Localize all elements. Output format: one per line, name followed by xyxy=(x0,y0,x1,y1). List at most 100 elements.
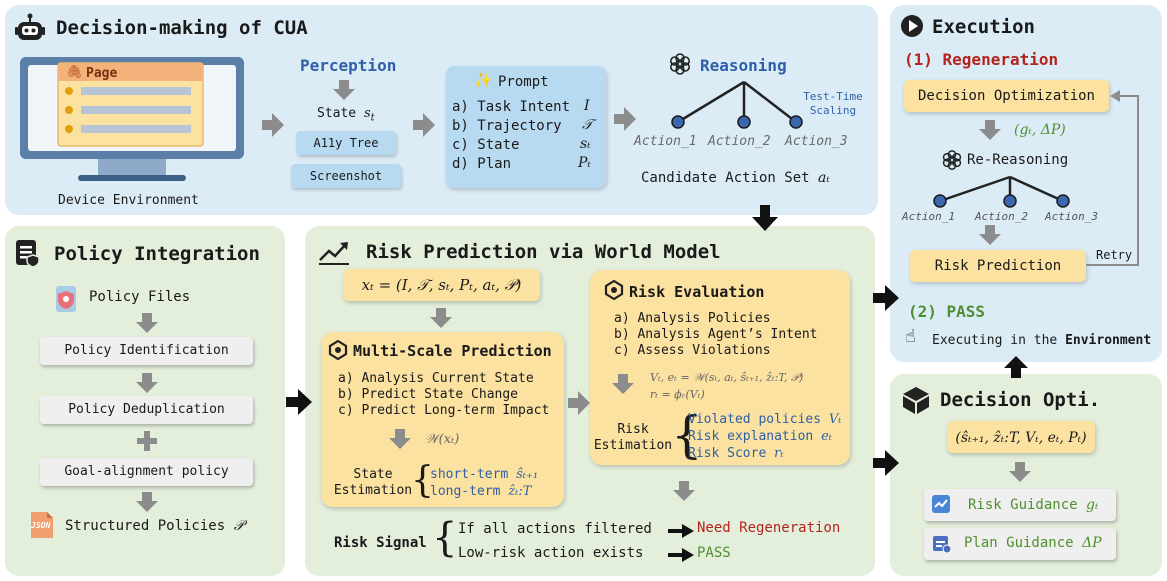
arrow-right-icon xyxy=(873,285,899,315)
eval-item: c) Assess Violations xyxy=(614,343,771,358)
plus-icon xyxy=(137,431,157,455)
explanation-label: Risk explanation eₜ xyxy=(688,429,832,444)
arrow-right-icon xyxy=(286,389,312,419)
msp-item: c) Predict Long-term Impact xyxy=(338,403,550,418)
risk-guidance-box xyxy=(924,489,1116,521)
arrow-down-icon xyxy=(979,120,1001,144)
policy-doc-icon xyxy=(14,238,42,272)
violated-symbol: Vₜ xyxy=(828,412,842,427)
arrow-right-icon xyxy=(668,523,694,542)
prompt-symbol: I xyxy=(584,98,590,114)
robot-icon xyxy=(14,12,46,48)
tts-label: Test-Time Scaling xyxy=(803,90,863,117)
perception-title: Perception xyxy=(300,56,397,75)
risk-evaluation-box xyxy=(590,270,850,465)
action-label: Action_2 xyxy=(975,210,1028,223)
result-pass: PASS xyxy=(697,545,731,561)
eval-equation-1: Vₜ, eₜ = 𝒲(sₜ, aₜ, ŝₜ₊₁, ẑₜ:T, 𝒫) xyxy=(650,371,804,384)
prompt-symbol: sₜ xyxy=(580,136,591,152)
prompt-item: c) State xyxy=(452,137,519,153)
risk-guidance-label: Risk Guidance gₜ xyxy=(968,497,1098,513)
arrow-right-icon xyxy=(614,107,636,135)
risk-title: Risk Prediction via World Model xyxy=(366,241,721,263)
score-symbol: rₜ xyxy=(774,446,784,461)
eval-equation-2: rₜ = ϕᵣ(Vₜ) xyxy=(650,388,705,401)
execution-title: Execution xyxy=(932,16,1035,38)
openai-icon xyxy=(941,149,963,175)
violated-text: Violated policies xyxy=(688,412,822,427)
prompt-item-text: b) Trajectory xyxy=(452,118,562,134)
brace: { xyxy=(411,460,434,501)
a11y-tree-chip: A11y Tree xyxy=(296,131,396,155)
prompt-item-text: d) Plan xyxy=(452,156,512,172)
short-term-text: short-term xyxy=(430,467,509,482)
action-label: Action_3 xyxy=(785,134,848,149)
prompt-symbol: 𝒯 xyxy=(582,117,593,133)
risk-signal-label: Risk Signal xyxy=(334,535,427,551)
arrow-right-icon xyxy=(413,113,435,141)
state-estimation-label: State Estimation xyxy=(333,467,413,499)
monitor-icon xyxy=(18,55,248,209)
plan-guidance-symbol: ΔP xyxy=(1082,535,1102,551)
arrow-down-icon xyxy=(333,80,355,104)
risk-guidance-symbol: gₜ xyxy=(1086,497,1099,513)
opti-tuple-box: (ŝₜ₊₁, ẑₜ:T, Vₜ, eₜ, Pₜ) xyxy=(947,421,1095,453)
xt-formula: xₜ = (I, 𝒯, sₜ, Pₜ, aₜ, 𝒫) xyxy=(361,276,522,294)
msp-title: Multi-Scale Prediction xyxy=(353,342,552,360)
cua-title: Decision-making of CUA xyxy=(56,17,308,39)
state-subscript: t xyxy=(370,112,375,124)
paperclip-icon: 🖇 xyxy=(66,65,83,80)
score-label: Risk Score rₜ xyxy=(688,446,784,461)
state-est-line2: Estimation xyxy=(333,483,413,498)
prompt-title: Prompt xyxy=(498,74,549,90)
calendar-icon xyxy=(931,533,952,557)
long-term-symbol: ẑₜ:T xyxy=(508,484,532,499)
cube-icon xyxy=(901,385,931,419)
prompt-item: b) Trajectory xyxy=(452,118,562,134)
state-label: State st xyxy=(317,106,375,124)
executing-label: Executing in the Environment xyxy=(932,333,1151,348)
state-est-line1: State xyxy=(353,467,393,482)
opti-tuple: (ŝₜ₊₁, ẑₜ:T, Vₜ, eₜ, Pₜ) xyxy=(955,430,1087,446)
rereasoning-label: Re-Reasoning xyxy=(967,152,1069,168)
chart-line-icon xyxy=(931,494,951,518)
arrow-down-icon xyxy=(612,374,634,398)
policy-files-icon xyxy=(50,283,82,319)
environment-text: Environment xyxy=(1065,333,1152,348)
decision-optimization-text: Decision Optimization xyxy=(917,88,1095,104)
eval-title: Risk Evaluation xyxy=(629,283,765,301)
prompt-item: a) Task Intent xyxy=(452,99,570,115)
arrow-down-icon xyxy=(1009,462,1031,486)
page-label: Page xyxy=(86,66,118,81)
policy-identification-box: Policy Identification xyxy=(40,337,253,365)
world-model-icon xyxy=(604,279,624,304)
prompt-box xyxy=(446,66,606,188)
eval-item: a) Analysis Policies xyxy=(614,311,771,326)
eval-item: b) Analysis Agent’s Intent xyxy=(614,327,818,342)
score-text: Risk Score xyxy=(688,446,767,461)
action-label: Action_1 xyxy=(634,134,697,149)
prompt-item-text: c) State xyxy=(452,137,520,153)
hand-pointer-icon: ☝ xyxy=(905,326,916,347)
risk-est-line2: Estimation xyxy=(593,438,673,453)
structured-policies-label: Structured Policies 𝒫 xyxy=(65,518,244,534)
arrow-right-icon xyxy=(873,450,899,480)
executing-text: Executing in the xyxy=(932,333,1058,348)
explanation-text: Risk explanation xyxy=(688,429,814,444)
state-text: State xyxy=(317,106,357,121)
policy-deduplication-box: Policy Deduplication xyxy=(40,396,253,424)
retry-label: Retry xyxy=(1096,248,1133,262)
json-file-icon xyxy=(28,510,56,544)
action-label: Action_2 xyxy=(708,134,771,149)
rereasoning-tree xyxy=(920,175,1080,213)
goal-alignment-box: Goal-alignment policy xyxy=(40,458,253,486)
risk-estimation-label: Risk Estimation xyxy=(592,422,674,454)
candidate-text: Candidate Action Set xyxy=(641,170,810,186)
condition-1: If all actions filtered xyxy=(458,521,652,537)
result-need-regeneration: Need Regeneration xyxy=(697,520,841,536)
structured-symbol: 𝒫 xyxy=(233,518,244,534)
magic-wand-icon: ✨ xyxy=(474,71,493,89)
multi-scale-box xyxy=(321,332,564,507)
feedback-label: (gₜ, ΔP) xyxy=(1014,122,1066,138)
short-term-label: short-term ŝₜ₊₁ xyxy=(430,467,538,482)
